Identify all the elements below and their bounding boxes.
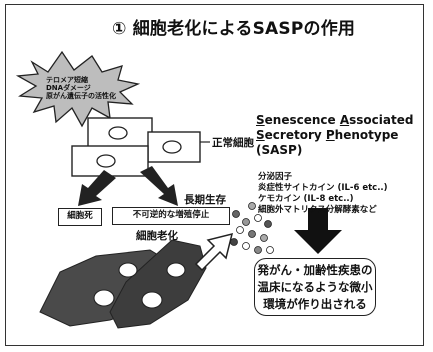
factor-item: 炎症性サイトカイン (IL-6 etc..) [258, 183, 388, 193]
long-survival-label: 長期生存 [184, 194, 226, 206]
factor-dot [254, 246, 262, 254]
factor-item: 細胞外マトリクス分解酵素など [258, 205, 377, 215]
sasp-initial-s1: S [256, 113, 265, 127]
factor-dot [266, 246, 274, 254]
factor-dot [232, 210, 240, 218]
arrow-to-cell-death [78, 170, 116, 206]
sasp-factor-list: 分泌因子 炎症性サイトカイン (IL-6 etc..) ケモカイン (IL-8 … [258, 172, 388, 216]
stress-line-1: テロメア短縮 [46, 76, 88, 84]
factor-item: 分泌因子 [258, 172, 293, 182]
result-line-3: 環境が作り出される [263, 297, 367, 311]
result-line-1: 発がん・加齢性疾患の [257, 263, 373, 277]
slide-title: ① 細胞老化によるSASPの作用 [112, 19, 356, 39]
result-box: 発がん・加齢性疾患の 温床になるような微小 環境が作り出される [254, 258, 376, 316]
sasp-word-3-rest: ecretory [264, 128, 326, 142]
factor-item: ケモカイン (IL-8 etc..) [258, 194, 354, 204]
arrest-box: 不可逆的な増殖停止 [112, 207, 230, 225]
normal-cell-label: 正常細胞 [212, 137, 254, 149]
senescent-nucleus-1 [93, 289, 115, 307]
factor-dot [264, 220, 272, 228]
factor-dot [236, 226, 244, 234]
senescent-cell-right [109, 239, 207, 329]
factor-dot [242, 218, 250, 226]
arrow-to-result [294, 208, 342, 254]
sasp-initial-s2: S [256, 128, 265, 142]
factor-dot [260, 234, 268, 242]
factor-dot [248, 202, 256, 210]
normal-cell-bottom-nucleus [96, 154, 116, 168]
factor-dot [248, 230, 256, 238]
stress-text: テロメア短縮 DNAダメージ 原がん遺伝子の活性化 [46, 76, 116, 100]
senescent-nucleus-2 [118, 262, 138, 278]
sasp-line-1: Senescence Associated [256, 113, 413, 128]
stress-line-3: 原がん遺伝子の活性化 [46, 92, 116, 100]
sasp-word-2-rest: ssociated [349, 113, 414, 127]
sasp-line-2: Secretory Phenotype [256, 128, 413, 143]
result-line-2: 温床になるような微小 [257, 280, 373, 294]
stress-line-2: DNAダメージ [46, 84, 91, 92]
sasp-factor-dots [230, 202, 274, 254]
sasp-initial-a: A [339, 113, 350, 127]
sasp-line-3: (SASP) [256, 143, 303, 157]
sasp-initial-p: P [325, 128, 335, 142]
normal-cell-right-nucleus [162, 140, 182, 154]
senescence-label: 細胞老化 [136, 230, 178, 242]
arrow-to-sasp-factors [194, 232, 234, 272]
normal-cell-top-nucleus [108, 126, 128, 140]
factor-dot [242, 242, 250, 250]
sasp-word-4-rest: henotype [334, 128, 399, 142]
sasp-word-1-rest: enescence [264, 113, 340, 127]
sasp-title: Senescence Associated Secretory Phenotyp… [256, 113, 413, 158]
factor-dot [230, 238, 238, 246]
senescent-nucleus-3 [166, 262, 186, 278]
senescent-nucleus-4 [141, 291, 163, 309]
factor-dot [254, 214, 262, 222]
cell-death-box: 細胞死 [58, 208, 102, 226]
arrow-to-arrest [140, 166, 178, 206]
